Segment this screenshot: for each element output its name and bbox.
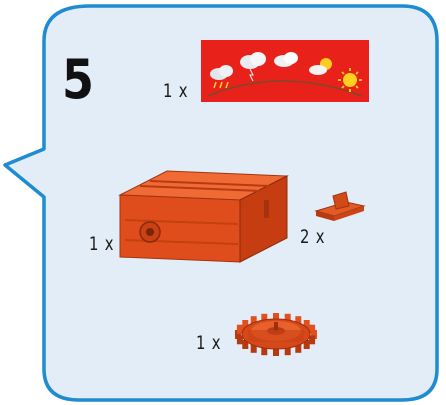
- gear-tooth: [235, 330, 241, 339]
- gear-tooth: [311, 330, 317, 339]
- gear-tooth: [261, 346, 268, 356]
- gear-tooth: [242, 340, 249, 349]
- gear-tooth: [261, 313, 268, 323]
- storm-cloud-icon: [240, 52, 266, 82]
- gear-tooth: [309, 324, 316, 334]
- gear-tooth: [250, 343, 257, 353]
- gear-tooth: [273, 347, 279, 356]
- gear-tooth: [236, 335, 243, 345]
- gear-tooth: [309, 335, 316, 345]
- gear-tooth: [273, 313, 279, 322]
- gear-tooth: [295, 343, 302, 353]
- gear-tooth: [250, 316, 257, 326]
- sun-icon: [338, 68, 362, 92]
- clip-quantity: 2 x: [300, 226, 326, 248]
- clip-part: [314, 191, 366, 221]
- gear-part: [235, 313, 317, 356]
- rain-cloud-icon: [210, 65, 233, 89]
- weather-card: [201, 40, 369, 102]
- motor-quantity: 1 x: [89, 233, 115, 255]
- partly-sunny-icon: [309, 58, 332, 75]
- weather-card-quantity: 1 x: [163, 80, 189, 102]
- cloud-icon: [274, 52, 298, 67]
- motor-part: [118, 170, 289, 263]
- gear-tooth: [303, 320, 310, 329]
- gear-tooth: [284, 346, 291, 356]
- gear-tooth: [236, 324, 243, 334]
- gear-tooth: [295, 316, 302, 326]
- gear-quantity: 1 x: [196, 332, 222, 354]
- gear-tooth: [303, 340, 310, 349]
- gear-tooth: [284, 313, 291, 323]
- step-number: 5: [62, 48, 94, 111]
- gear-tooth: [242, 320, 249, 329]
